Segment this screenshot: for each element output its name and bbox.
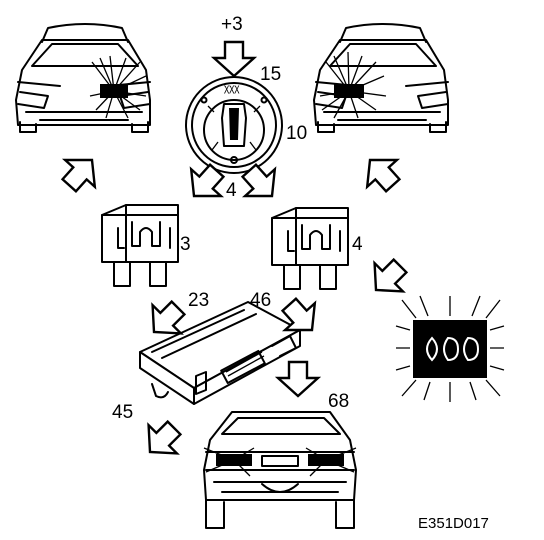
front-car-left xyxy=(15,23,151,133)
figure-code: E351D017 xyxy=(418,515,489,532)
arrow-icon xyxy=(134,412,190,468)
arrow-icon xyxy=(360,250,416,306)
arrow-icon xyxy=(276,360,320,398)
fuse-right xyxy=(271,207,349,290)
label-terminal-plus3: +3 xyxy=(221,14,243,35)
switch-symbol: ᵡᵡᵡ xyxy=(224,82,240,99)
fuse-left xyxy=(101,204,179,287)
control-module xyxy=(139,301,301,405)
labels: +3 15 10 4 3 4 23 46 45 68 E351D017 xyxy=(112,14,489,532)
label-pin-23: 23 xyxy=(188,290,209,311)
arrow-icon xyxy=(212,40,256,78)
label-switch-15: 15 xyxy=(260,64,281,85)
light-switch: ᵡᵡᵡ xyxy=(185,76,283,174)
label-pin-45: 45 xyxy=(112,402,133,423)
label-switch-out-4: 4 xyxy=(226,180,237,201)
label-pin-46: 46 xyxy=(250,290,271,311)
arrow-icon xyxy=(353,145,409,200)
fog-lamp-indicator-icon xyxy=(395,295,505,402)
label-switch-10: 10 xyxy=(286,123,307,144)
arrow-icon xyxy=(53,145,109,200)
front-car-right xyxy=(313,23,449,133)
label-pin-68: 68 xyxy=(328,391,349,412)
label-fuse-3: 3 xyxy=(180,234,191,255)
label-fuse-4: 4 xyxy=(352,234,363,255)
rear-car xyxy=(203,411,357,529)
